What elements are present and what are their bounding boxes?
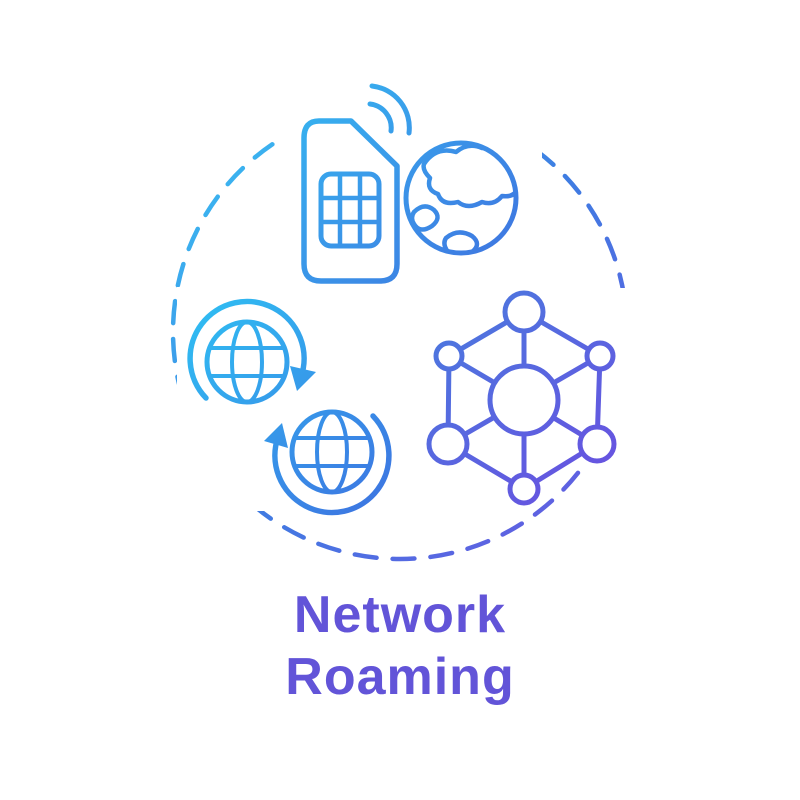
continent-small-left [409,204,440,232]
clockwise-arrow-top [187,298,307,401]
arrow-head-top [290,366,316,391]
globe-top-left [204,319,290,405]
signal-waves-icon [367,83,412,136]
network-nodes-icon [426,290,617,506]
sync-globes-icon [187,298,392,516]
globe-bottom-right [289,409,375,495]
continent-large [421,143,516,209]
dash-gap-masks [177,80,642,511]
network-node-circles [426,290,617,506]
sim-contact-grid [318,171,382,249]
clockwise-arrow-bottom [272,413,392,516]
arrow-head-bottom [264,423,288,448]
globe-planet-icon [403,140,519,256]
title-line-1: Network [293,586,507,644]
illustration-title: Network Roaming [0,584,800,708]
title-line-2: Roaming [285,648,515,706]
sim-card-icon [301,118,400,284]
network-roaming-artwork [170,80,642,562]
